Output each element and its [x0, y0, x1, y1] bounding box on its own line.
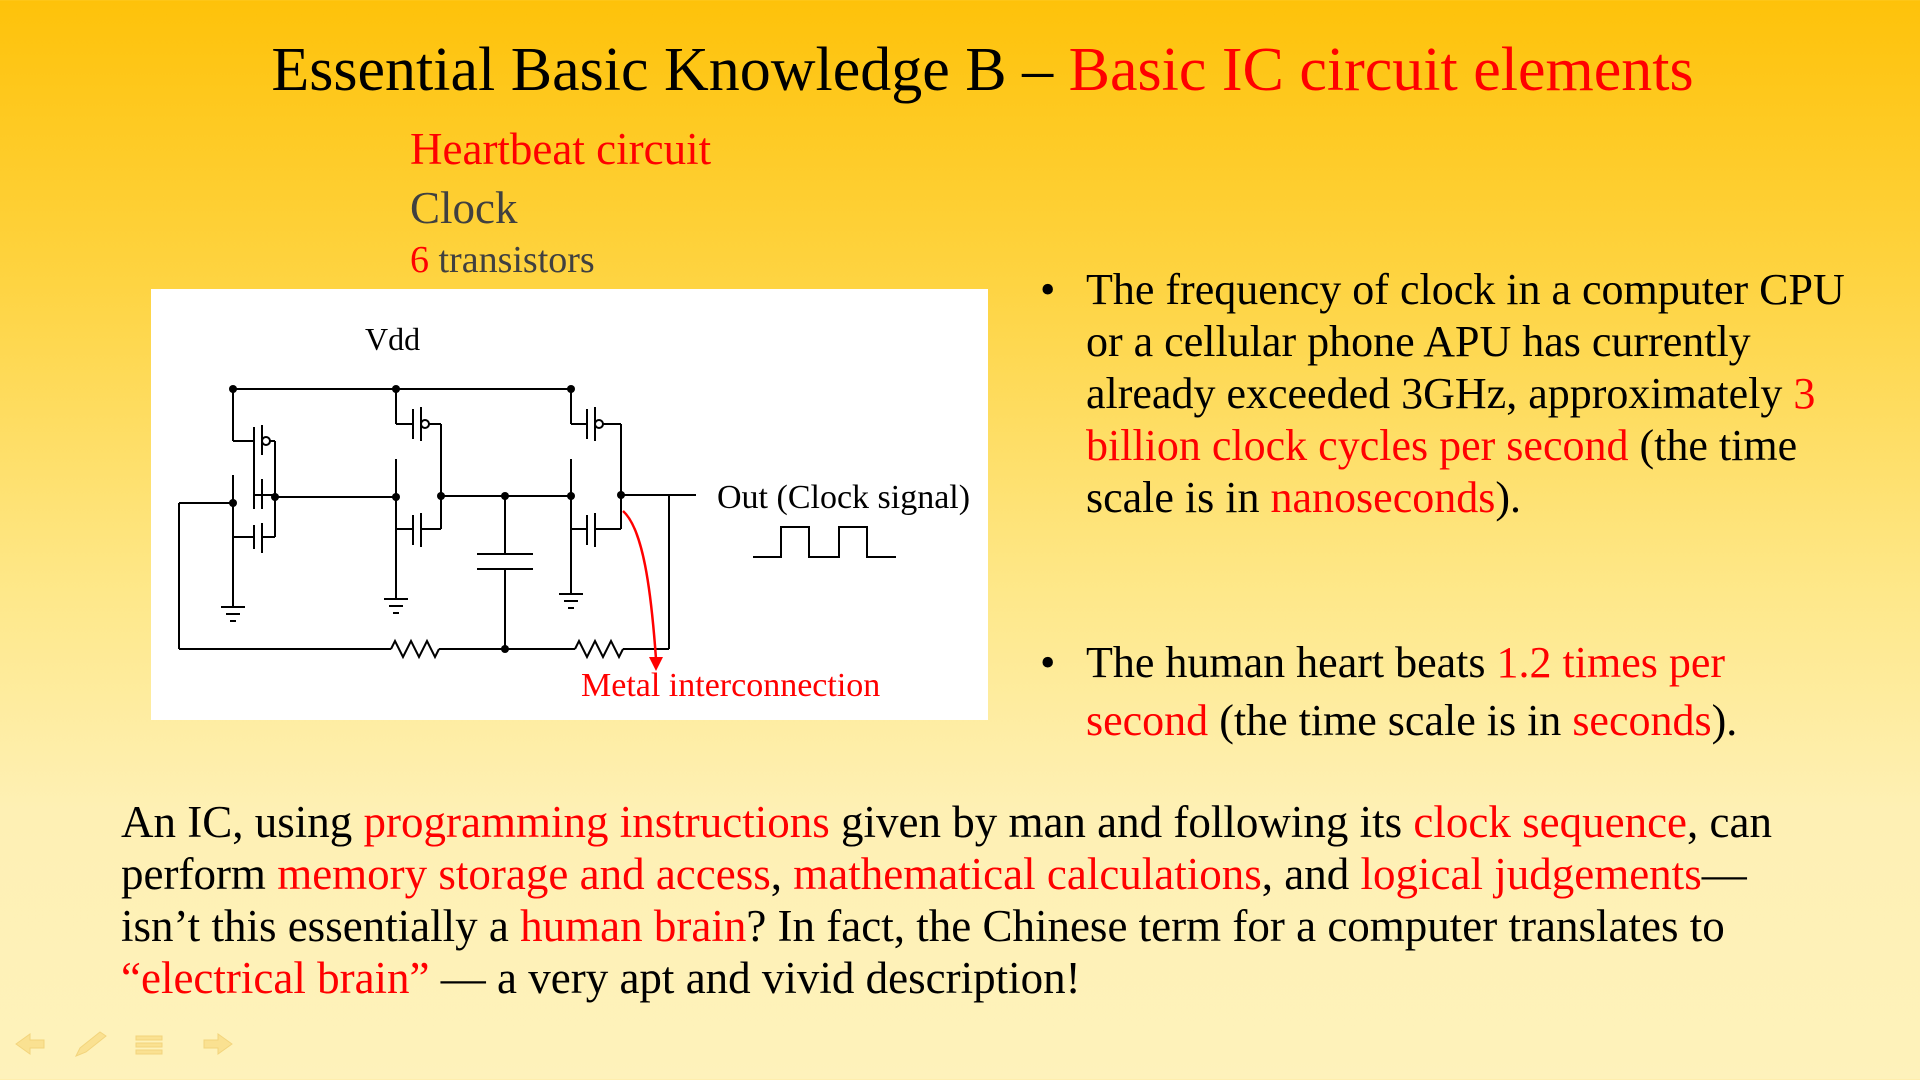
forward-arrow-icon[interactable]: [203, 1033, 233, 1055]
para-text: given by man and following its: [829, 797, 1414, 847]
title-highlight: Basic IC circuit elements: [1068, 36, 1694, 104]
menu-icon[interactable]: [135, 1035, 163, 1055]
para-text: —isn’t this essentially a: [121, 849, 1747, 951]
subtitle-clock: Clock: [410, 183, 518, 233]
bullet-text: The human heart beats: [1086, 638, 1497, 687]
para-highlight: memory storage and access: [277, 849, 771, 899]
para-highlight: programming instructions: [363, 797, 830, 847]
bullet-text: (the time scale is in: [1208, 696, 1573, 745]
bullet-highlight: 3 billion clock cycles per second: [1086, 369, 1816, 470]
para-highlight: clock sequence: [1413, 797, 1688, 847]
metal-interconnection-label: Metal interconnection: [581, 667, 881, 704]
bullet-dot: •: [1040, 265, 1056, 314]
output-label: Out (Clock signal): [717, 479, 971, 516]
bullet-highlight: seconds: [1572, 696, 1712, 745]
para-text: , and: [1261, 849, 1361, 899]
title-prefix: Essential Basic Knowledge B –: [271, 36, 1069, 104]
bullet-text: ).: [1495, 473, 1522, 522]
para-highlight: logical judgements: [1360, 849, 1702, 899]
para-highlight: “electrical brain”: [121, 953, 430, 1003]
bullet-heart-beat: • The human heart beats 1.2 times per sec…: [1040, 634, 1846, 750]
bullet-highlight: nanoseconds: [1270, 473, 1496, 522]
vdd-label: Vdd: [365, 321, 421, 357]
bullet-text: ).: [1711, 696, 1738, 745]
para-highlight: human brain: [520, 901, 747, 951]
slide-title: Essential Basic Knowledge B – Basic IC c…: [0, 30, 1920, 110]
para-text: , can perform: [121, 797, 1772, 899]
slide-navigation: [14, 1030, 234, 1060]
para-text: An IC, using: [121, 797, 364, 847]
subtitle-transistors: 6 transistors: [410, 237, 595, 283]
pen-icon[interactable]: [74, 1031, 107, 1057]
bullet-cpu-clock: • The frequency of clock in a computer CP…: [1040, 264, 1846, 524]
bullet-text: (the time scale is in: [1086, 421, 1798, 522]
para-highlight: mathematical calculations: [793, 849, 1262, 899]
para-text: — a very apt and vivid description!: [429, 953, 1081, 1003]
transistor-label: transistors: [429, 239, 595, 281]
transistor-count: 6: [410, 239, 429, 281]
para-text: ? In fact, the Chinese term for a comput…: [746, 901, 1725, 951]
clock-circuit-diagram: Vdd Out (Clock signal) Metal interconnec…: [151, 289, 988, 720]
bullet-dot: •: [1040, 638, 1056, 687]
bullet-highlight: 1.2 times per second: [1086, 638, 1726, 745]
subtitle-heartbeat: Heartbeat circuit: [410, 124, 712, 174]
ring-oscillator-schematic: [178, 385, 896, 671]
summary-paragraph: An IC, using programming instructions gi…: [121, 796, 1821, 1004]
para-text: ,: [770, 849, 794, 899]
back-arrow-icon[interactable]: [15, 1033, 45, 1055]
bullet-text: The frequency of clock in a computer CPU…: [1086, 265, 1845, 418]
